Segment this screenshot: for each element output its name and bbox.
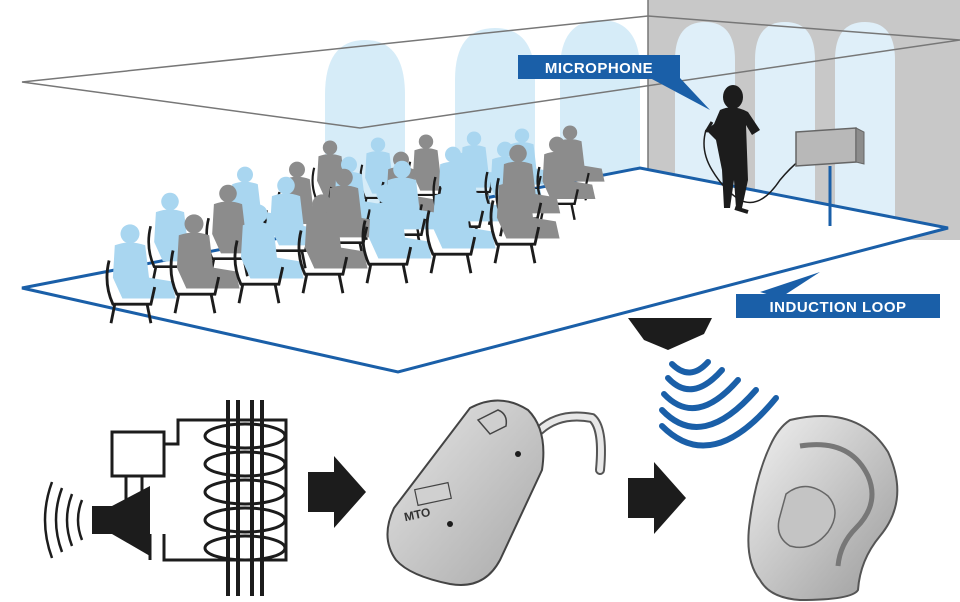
loop-amplifier-icon — [795, 127, 865, 226]
mto-switch-label: MTO — [403, 505, 432, 524]
microphone-label: MICROPHONE — [518, 55, 710, 110]
arrow-right-icon — [308, 456, 366, 528]
hearing-aid-icon: MTO — [386, 399, 606, 586]
arrow-right-icon — [628, 462, 686, 534]
audience-member — [297, 194, 368, 294]
microphone-label-text: MICROPHONE — [545, 60, 653, 77]
audience-member — [233, 204, 304, 304]
arrow-down-icon — [628, 318, 712, 350]
audience-member — [425, 174, 496, 274]
audience-member — [489, 164, 560, 264]
magnetic-waves-icon — [659, 359, 779, 449]
ear-icon — [747, 415, 899, 602]
amplifier-box — [110, 418, 288, 562]
induction-loop-label: INDUCTION LOOP — [736, 272, 940, 318]
audience — [105, 125, 605, 324]
induction-coil-icon — [203, 400, 287, 596]
audience-member — [361, 184, 432, 284]
sound-waves-icon — [43, 481, 84, 559]
audience-member — [169, 214, 240, 314]
induction-loop-label-text: INDUCTION LOOP — [770, 299, 907, 316]
audience-member — [105, 224, 176, 324]
speaker-person-icon — [703, 85, 801, 214]
